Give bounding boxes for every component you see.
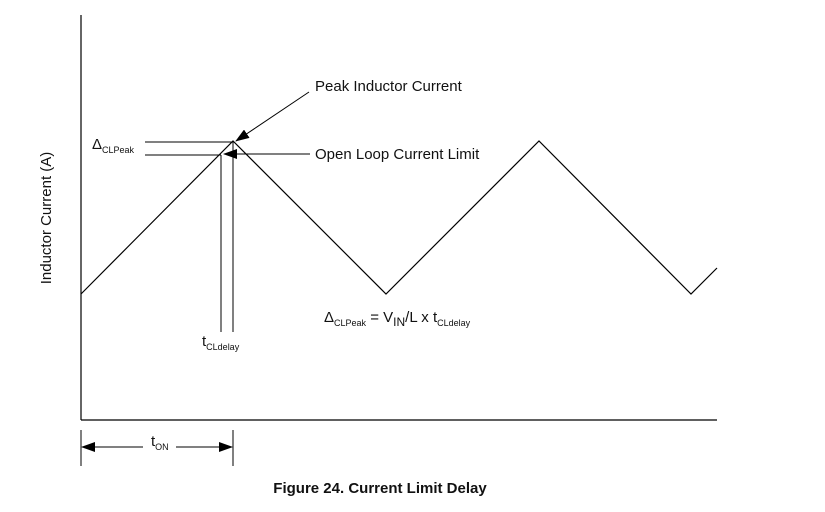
delta-clpeak-formula: ΔCLPeak = VIN/L x tCLdelay <box>324 309 471 329</box>
peak-inductor-current-label: Peak Inductor Current <box>315 78 463 95</box>
open-loop-current-limit-label: Open Loop Current Limit <box>315 146 480 163</box>
inductor-current-waveform <box>80 140 718 295</box>
peak-pointer-line <box>235 91 310 142</box>
delta-clpeak-label: ΔCLPeak <box>92 136 135 155</box>
y-axis-label: Inductor Current (A) <box>38 152 55 285</box>
figure-caption: Figure 24. Current Limit Delay <box>273 480 487 497</box>
t-on-label: tON <box>151 433 169 452</box>
t-cldelay-label: tCLdelay <box>202 333 240 352</box>
